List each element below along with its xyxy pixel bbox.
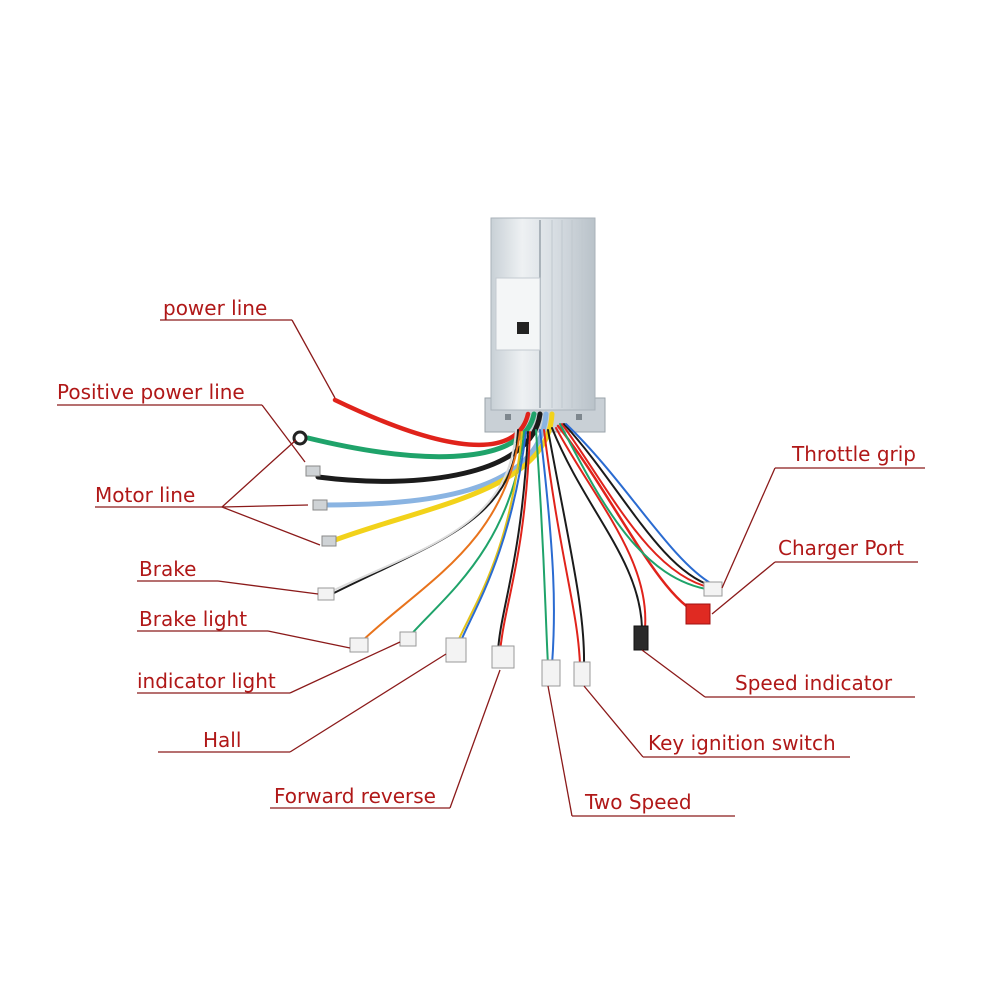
ring-terminal-icon [292, 430, 308, 446]
label-throttle-grip: Throttle grip [791, 442, 916, 466]
label-key-ignition-switch: Key ignition switch [648, 731, 836, 755]
two-speed-connector-icon [541, 659, 561, 687]
label-power-line: power line [163, 296, 267, 320]
label-forward-reverse: Forward reverse [274, 784, 436, 808]
brake-light-connector-icon [349, 637, 369, 653]
label-positive-power-line: Positive power line [57, 380, 245, 404]
connectors [292, 430, 723, 687]
indicator-connector-icon [399, 631, 417, 647]
motor-terminal-icon [312, 499, 328, 511]
sticker-logo-icon [517, 322, 529, 334]
controller-box [484, 217, 606, 433]
hall-connector-icon [445, 637, 467, 663]
speed-indicator-connector-icon [633, 625, 649, 651]
label-charger-port: Charger Port [778, 536, 904, 560]
label-indicator-light: indicator light [137, 669, 276, 693]
label-two-speed: Two Speed [584, 790, 692, 814]
label-hall: Hall [203, 728, 241, 752]
motor-terminal-icon [321, 535, 337, 547]
leader-lines [57, 319, 925, 817]
throttle-connector-icon [703, 581, 723, 597]
wire-bundle [305, 397, 713, 666]
spec-sticker [495, 277, 541, 351]
label-speed-indicator: Speed indicator [735, 671, 893, 695]
labels: power line Positive power line Motor lin… [57, 296, 916, 814]
charger-port-connector-icon [685, 603, 711, 625]
forward-reverse-connector-icon [491, 645, 515, 669]
motor-terminal-icon [305, 465, 321, 477]
key-switch-connector-icon [573, 661, 591, 687]
label-brake-light: Brake light [139, 607, 247, 631]
label-motor-line: Motor line [95, 483, 195, 507]
label-brake: Brake [139, 557, 196, 581]
brake-connector-icon [317, 587, 335, 601]
